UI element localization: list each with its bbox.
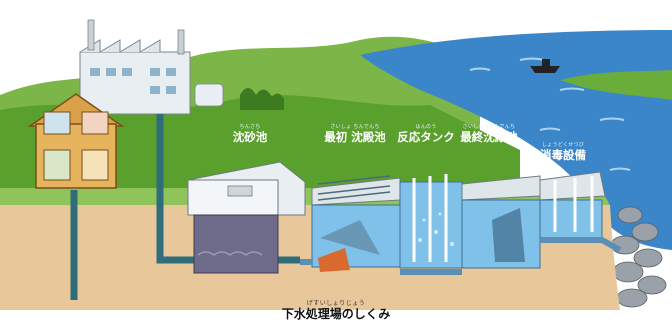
final-tank (461, 175, 541, 269)
label-final-tank: さいしゅうちんでんち 最終沈殿池 (452, 124, 526, 144)
caption-title: 下水処理場のしくみ (281, 307, 391, 321)
label-disinfection: しょうどくせつび 消毒設備 (530, 142, 596, 162)
label-grit-chamber: ちんさち 沈砂池 (220, 124, 280, 144)
label-primary-tank-text: 最初 沈殿池 (324, 130, 386, 144)
label-disinfection-text: 消毒設備 (540, 148, 586, 162)
underground-pipe (300, 237, 622, 275)
factory (79, 19, 224, 115)
label-primary-tank-ruby: さいしょ ちんでんち (330, 124, 380, 130)
label-grit-chamber-ruby: ちんさち (239, 124, 261, 130)
reaction-tank (399, 174, 463, 269)
house (27, 93, 125, 189)
label-grit-chamber-text: 沈砂池 (232, 130, 268, 144)
tree-row (240, 88, 284, 110)
ship-icon (530, 59, 560, 73)
disinfection-tank (539, 171, 606, 241)
shore-rocks (610, 206, 667, 308)
label-reaction-tank-ruby: はんのう (415, 124, 437, 130)
far-shore (560, 70, 672, 100)
caption: げすいしょりじょう 下水処理場のしくみ (0, 300, 672, 321)
label-reaction-tank: はんのう 反応タンク (392, 124, 460, 144)
label-reaction-tank-text: 反応タンク (397, 130, 455, 144)
label-final-tank-text: 最終沈殿池 (460, 130, 518, 144)
grit-chamber (187, 161, 306, 274)
label-primary-tank: さいしょ ちんでんち 最初 沈殿池 (312, 124, 398, 144)
primary-tank (311, 175, 401, 272)
caption-ruby: げすいしょりじょう (306, 300, 366, 307)
label-final-tank-ruby: さいしゅうちんでんち (462, 124, 516, 130)
near-hills (0, 95, 520, 200)
label-disinfection-ruby: しょうどくせつび (541, 142, 585, 148)
river-highlight (469, 57, 631, 171)
